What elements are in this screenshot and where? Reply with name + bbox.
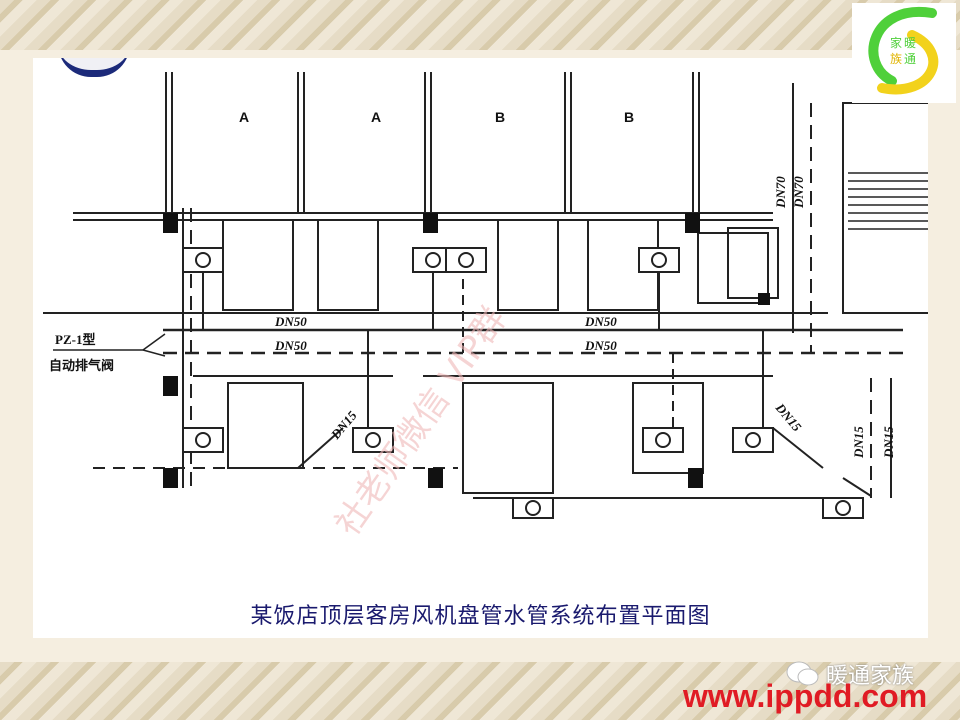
pipe-label-supply-right: DN50 <box>584 314 617 329</box>
pipe-label-branch-right: DN15 <box>772 400 805 435</box>
site-url-link[interactable]: www.ippdd.com <box>683 678 928 714</box>
pipe-label-riser-right: DN70 <box>791 176 806 209</box>
pipe-label-riser-branch-1: DN15 <box>851 426 866 459</box>
room-label-a1: A <box>239 109 249 125</box>
wechat-account: 暖通家族 <box>786 658 914 690</box>
pipe-label-riser-branch-2: DN15 <box>881 426 896 459</box>
pipe-label-return-right: DN50 <box>584 338 617 353</box>
logo-char-1: 家 <box>890 35 902 50</box>
pipe-label-supply: DN50 <box>274 314 307 329</box>
room-label-b1: B <box>495 109 505 125</box>
valve-label-type: PZ-1型 <box>55 332 95 347</box>
wechat-name: 暖通家族 <box>826 664 915 689</box>
decorative-border-top <box>0 0 960 50</box>
logo-char-3: 族 <box>890 52 902 66</box>
wechat-icon <box>786 661 819 686</box>
drawing-caption: 某饭店顶层客房风机盘管水管系统布置平面图 <box>250 604 711 629</box>
drawing-slide: A A B B DN50 DN50 DN50 DN50 DN70 DN70 DN… <box>33 58 928 638</box>
floor-plan-drawing: A A B B DN50 DN50 DN50 DN50 DN70 DN70 DN… <box>43 72 928 543</box>
logo-char-4: 通 <box>904 52 916 66</box>
room-label-a2: A <box>371 109 381 125</box>
logo-char-2: 暖 <box>904 36 916 50</box>
room-label-b2: B <box>624 109 634 125</box>
pipe-label-riser-left: DN70 <box>773 176 788 209</box>
valve-label-name: 自动排气阀 <box>49 358 114 373</box>
partial-logo-icon <box>58 58 130 77</box>
pipe-label-return: DN50 <box>274 338 307 353</box>
brand-logo: 家 暖 族 通 <box>852 3 956 103</box>
